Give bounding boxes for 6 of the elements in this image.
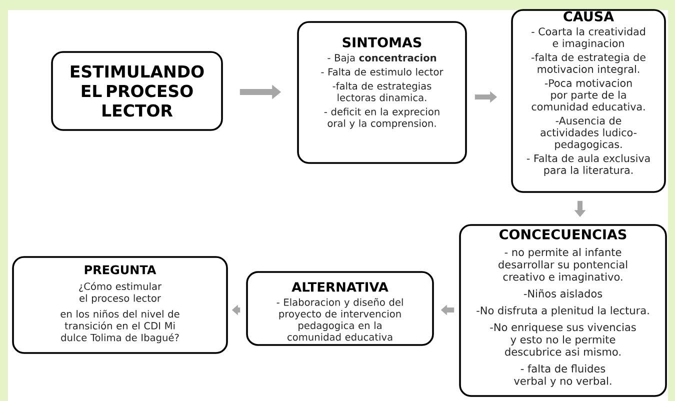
concept-box: SINTOMAS - Baja concentracion - Falta de estimulo lector -falta de estrategias lectoras dinamica. - deficit en la exprecion oral y la comprension. — [297, 21, 467, 164]
concept-box: ESTIMULANDO EL PROCESO LECTOR — [51, 51, 223, 131]
concept-box: PREGUNTA ¿Cómo estimular el proceso lector en los niños del nivel de transición en el CDI Mi dulce Tolima de Ibagué? — [12, 256, 228, 354]
concept-box: CAUSA - Coarta la creatividad e imaginacion -falta de estrategia de motivacion integral. -Poca motivacion por parte de la comunidad educativa. -Ausencia de actividades ludico-pedagogicas. - Falta de aula exclusiva para la literatura. — [511, 9, 666, 193]
concept-box: ALTERNATIVA - Elaboracion y diseño del proyecto de intervencion pedagogica en la comunidad educativa — [246, 271, 434, 346]
concept-box: CONCECUENCIAS - no permite al infante desarrollar su pontencial creativo e imaginativo. -Niños aislados -No disfruta a plenitud la lectura. -No enriquese sus vivencias y esto no le permite descubrice asi mismo. - falta de fluides verbal y no verbal. — [459, 224, 667, 397]
